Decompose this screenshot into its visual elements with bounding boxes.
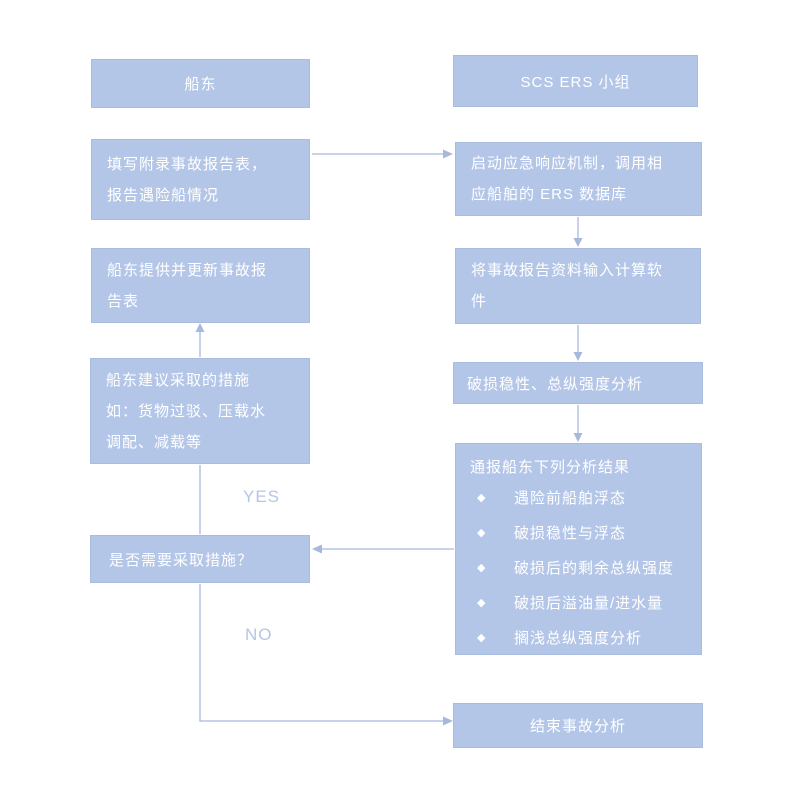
measures-line-2: 如：货物过驳、压载水 <box>106 402 267 420</box>
diamond-bullet-icon: ◆ <box>477 562 487 574</box>
bullet-text: 搁浅总纵强度分析 <box>514 630 643 647</box>
fill-report-line-1: 填写附录事故报告表， <box>107 155 268 173</box>
list-item: ◆ 遇险前船舶浮态 <box>470 481 691 516</box>
bullet-text: 破损后溢油量/进水量 <box>514 595 664 612</box>
list-item: ◆ 搁浅总纵强度分析 <box>470 621 691 656</box>
measures-line-3: 调配、减载等 <box>106 433 203 451</box>
list-item: ◆ 破损后的剩余总纵强度 <box>470 551 691 586</box>
arrowhead-notify <box>573 433 583 442</box>
arrowhead-decision <box>312 544 322 554</box>
arrowhead-activate <box>443 149 453 159</box>
yes-branch-label: YES <box>243 487 281 506</box>
bullet-text: 破损稳性与浮态 <box>514 525 627 542</box>
analysis-label: 破损稳性、总纵强度分析 <box>467 375 644 393</box>
bullet-text: 破损后的剩余总纵强度 <box>514 560 675 577</box>
decision-label: 是否需要采取措施？ <box>109 551 254 569</box>
measures-box: 船东建议采取的措施 如：货物过驳、压载水 调配、减载等 <box>90 358 310 464</box>
arrowhead-end <box>443 716 453 726</box>
list-item: ◆ 破损后溢油量/进水量 <box>470 586 691 621</box>
diamond-bullet-icon: ◆ <box>477 492 487 504</box>
shipowner-header-label: 船东 <box>184 76 217 93</box>
end-analysis-box: 结束事故分析 <box>453 703 703 748</box>
notify-title: 通报船东下列分析结果 <box>470 459 631 476</box>
connector-decision-to-end <box>199 584 444 722</box>
input-data-box: 将事故报告资料输入计算软 件 <box>455 248 701 324</box>
arrowhead-update <box>195 323 205 332</box>
fill-report-line-2: 报告遇险船情况 <box>107 186 220 204</box>
update-report-box: 船东提供并更新事故报 告表 <box>91 248 310 323</box>
activate-line-1: 启动应急响应机制，调用相 <box>471 155 664 172</box>
diamond-bullet-icon: ◆ <box>477 527 487 539</box>
diamond-bullet-icon: ◆ <box>477 632 487 644</box>
activate-line-2: 应船舶的 ERS 数据库 <box>471 186 628 203</box>
shipowner-header-box: 船东 <box>91 59 310 108</box>
notify-results-box: 通报船东下列分析结果 ◆ 遇险前船舶浮态 ◆ 破损稳性与浮态 ◆ 破损后的剩余总… <box>455 443 702 655</box>
measures-line-1: 船东建议采取的措施 <box>106 371 251 389</box>
diamond-bullet-icon: ◆ <box>477 597 487 609</box>
update-report-line-1: 船东提供并更新事故报 <box>107 261 268 279</box>
list-item: ◆ 破损稳性与浮态 <box>470 516 691 551</box>
input-data-line-2: 件 <box>471 293 488 310</box>
update-report-line-2: 告表 <box>107 292 140 310</box>
fill-report-box: 填写附录事故报告表， 报告遇险船情况 <box>91 139 310 220</box>
end-analysis-label: 结束事故分析 <box>529 718 626 735</box>
arrowhead-input <box>573 238 583 247</box>
ers-team-header-label: SCS ERS 小组 <box>520 73 631 91</box>
analysis-box: 破损稳性、总纵强度分析 <box>453 362 703 404</box>
input-data-line-1: 将事故报告资料输入计算软 <box>471 262 664 279</box>
arrowhead-analysis <box>573 352 583 361</box>
decision-box: 是否需要采取措施？ <box>90 535 310 583</box>
bullet-text: 遇险前船舶浮态 <box>514 490 627 507</box>
activate-response-box: 启动应急响应机制，调用相 应船舶的 ERS 数据库 <box>455 142 702 216</box>
ers-team-header-box: SCS ERS 小组 <box>453 55 698 107</box>
no-branch-label: NO <box>245 625 273 644</box>
